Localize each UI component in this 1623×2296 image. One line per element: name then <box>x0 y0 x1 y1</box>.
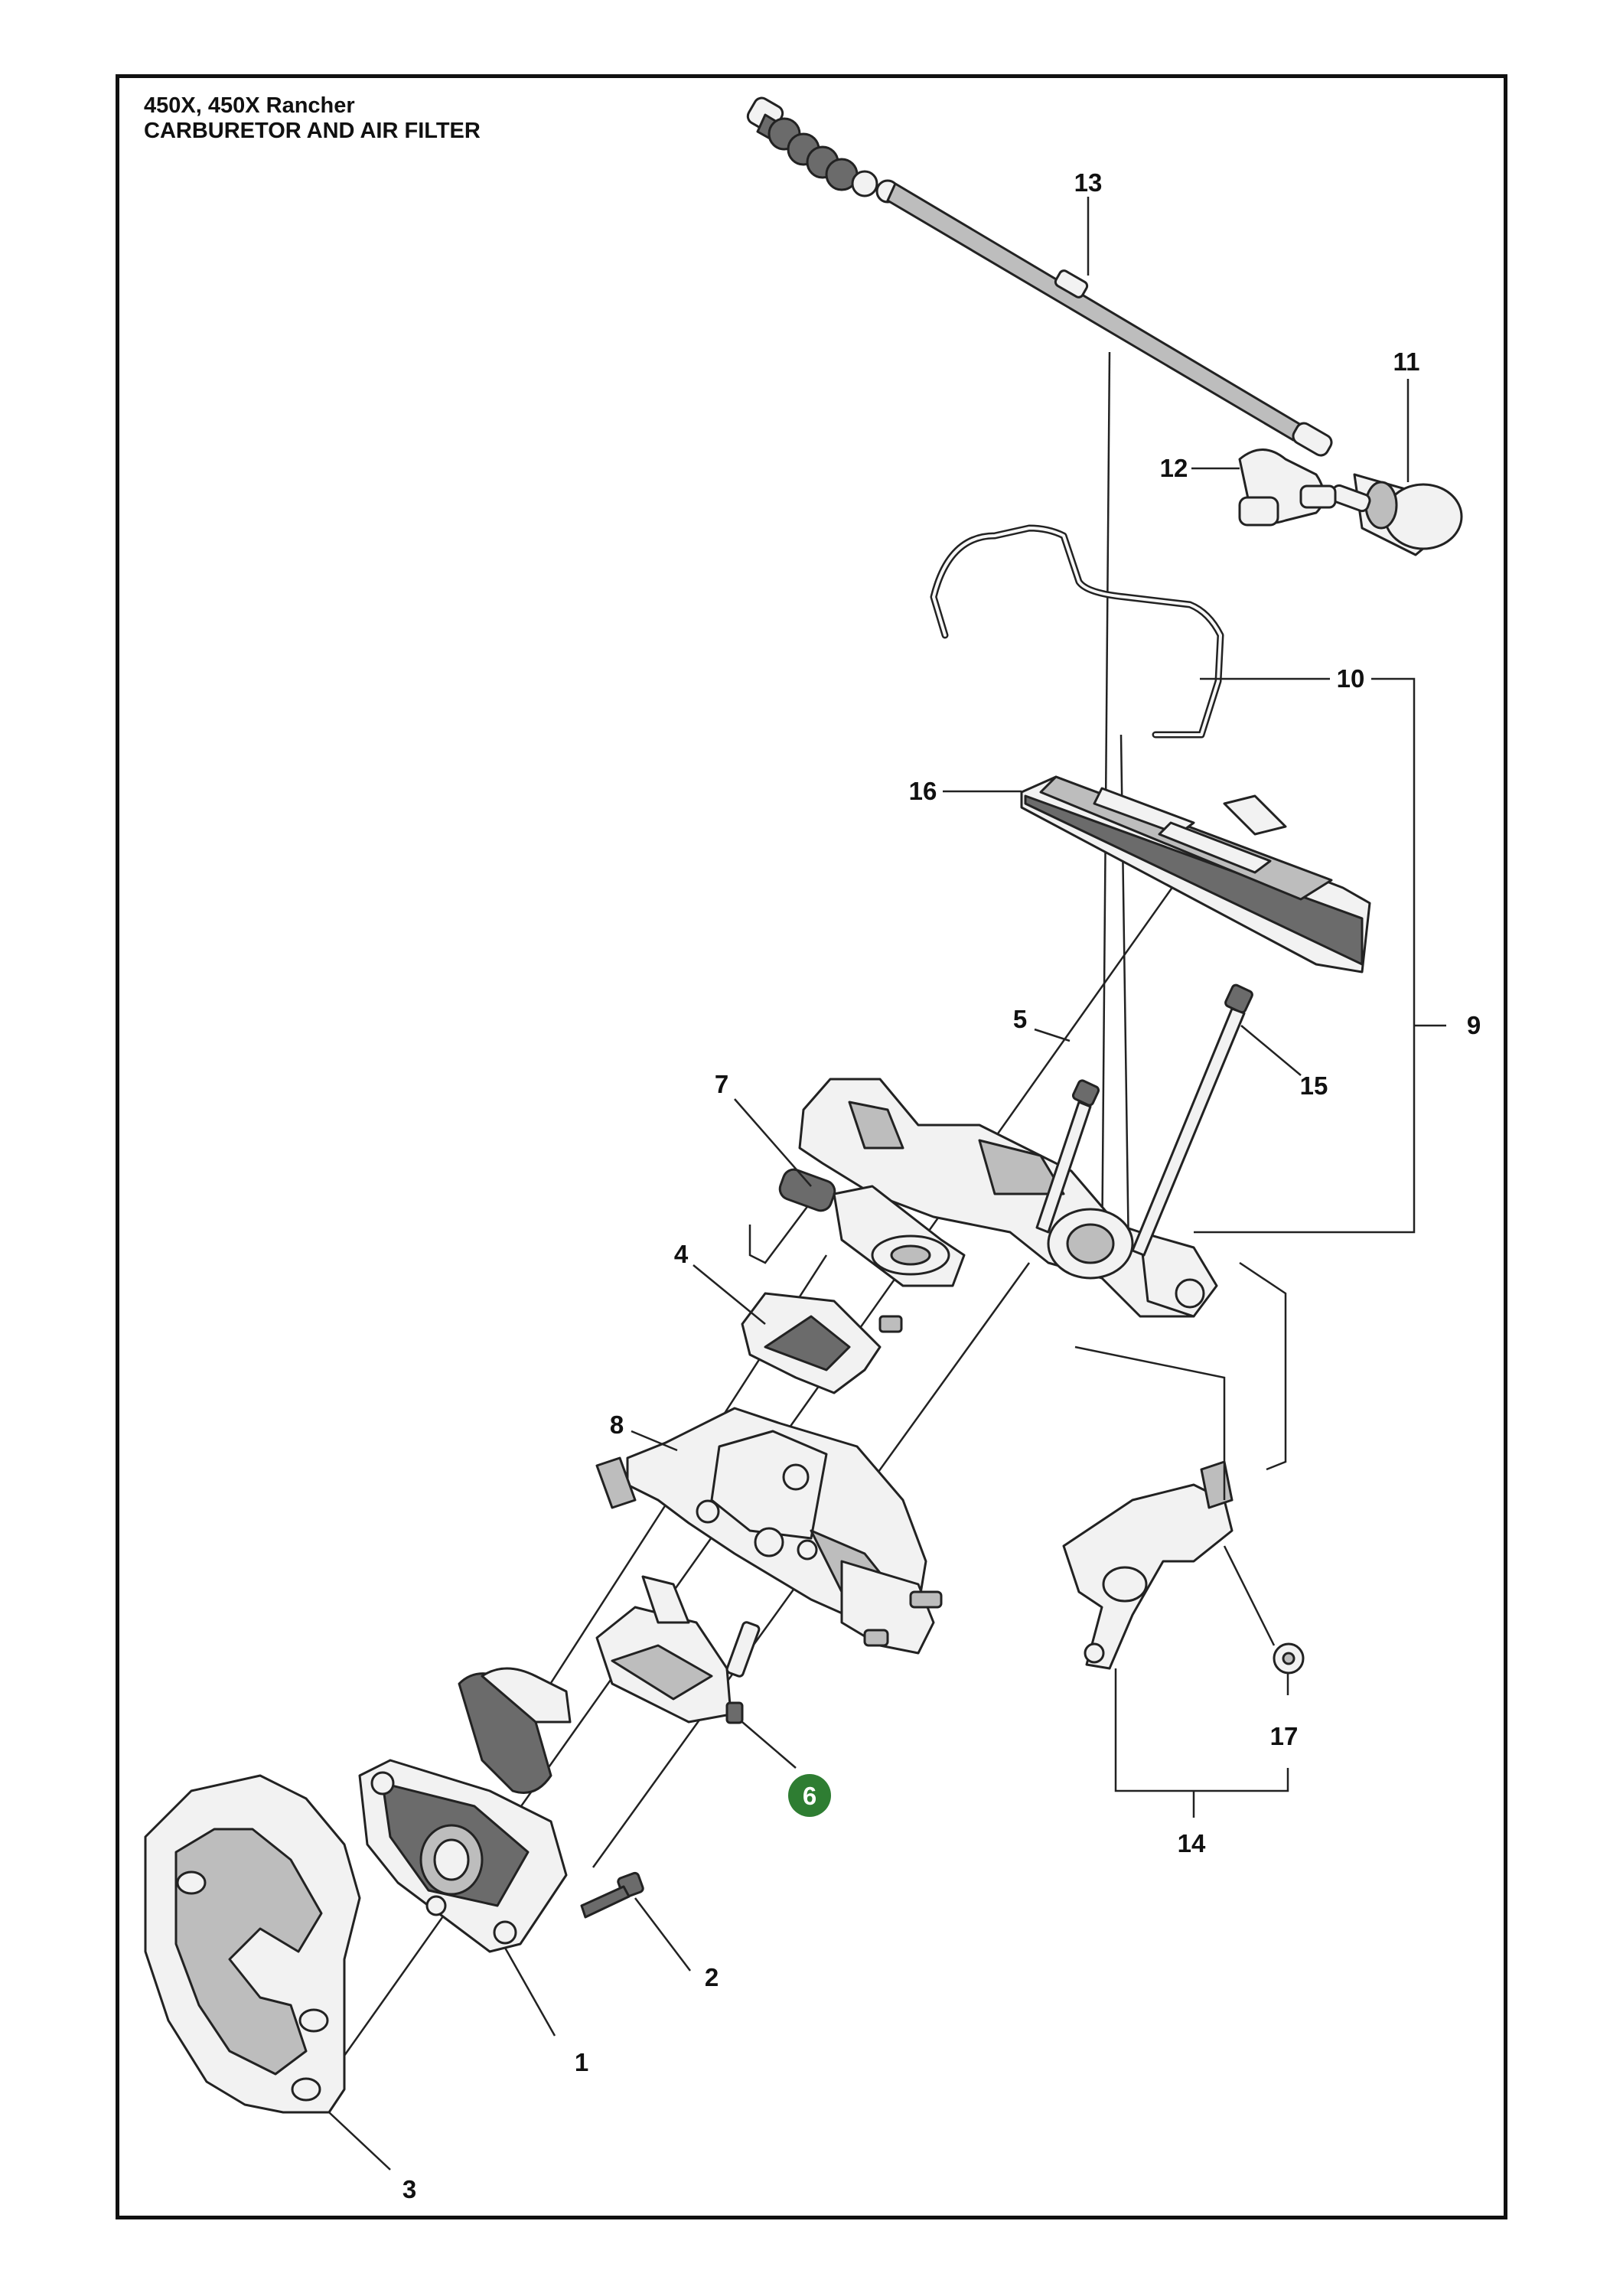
diagram-title: 450X, 450X Rancher CARBURETOR AND AIR FI… <box>144 93 481 144</box>
fuel-fitting-part-12 <box>1238 448 1337 527</box>
callout-5: 5 <box>1013 1005 1027 1033</box>
primer-bulb-part-11 <box>1330 473 1463 556</box>
callout-3: 3 <box>402 2175 416 2203</box>
fuel-hose-part-13 <box>746 96 1333 457</box>
callout-7: 7 <box>715 1070 728 1098</box>
callout-17: 17 <box>1270 1722 1299 1750</box>
callout-9: 9 <box>1467 1011 1481 1039</box>
callout-6-highlighted: 6 <box>788 1774 831 1817</box>
callout-labels: 13 11 12 10 16 9 5 15 7 4 8 6 2 1 3 17 1… <box>402 168 1481 2203</box>
washer-part-17 <box>1273 1642 1305 1675</box>
callout-4: 4 <box>674 1240 689 1268</box>
screw-part-2 <box>580 1871 644 1919</box>
carburetor-part-8 <box>595 1407 943 1655</box>
carburetor-housing-part-9 <box>798 1078 1218 1318</box>
return-spring-part-7 <box>748 1168 966 1287</box>
callout-6: 6 <box>803 1782 816 1810</box>
bolt-part-15 <box>1131 983 1253 1257</box>
model-name: 450X, 450X Rancher <box>144 93 355 118</box>
callout-11: 11 <box>1393 347 1420 376</box>
callout-16: 16 <box>909 777 937 805</box>
callout-8: 8 <box>610 1411 624 1439</box>
intake-manifold-part-1 <box>358 1667 572 1953</box>
callout-10: 10 <box>1337 664 1365 693</box>
callout-12: 12 <box>1160 454 1188 482</box>
callout-leaders <box>328 197 1446 2170</box>
baffle-plate-part-3 <box>144 1774 361 2114</box>
choke-piece-part-6 <box>595 1575 761 1724</box>
air-filter-part-16 <box>1020 775 1371 974</box>
choke-lever-part-14 <box>1062 1460 1234 1670</box>
callout-2: 2 <box>705 1963 719 1991</box>
bolt-part-5 <box>1035 1079 1100 1234</box>
diagram-frame <box>116 74 1507 2219</box>
section-name: CARBURETOR AND AIR FILTER <box>144 119 481 143</box>
callout-1: 1 <box>575 2048 588 2076</box>
gasket-part-4 <box>741 1292 903 1394</box>
wire-clip-part-10 <box>930 524 1224 739</box>
callout-15: 15 <box>1300 1071 1328 1100</box>
callout-13: 13 <box>1074 168 1103 197</box>
callout-14: 14 <box>1178 1829 1206 1857</box>
